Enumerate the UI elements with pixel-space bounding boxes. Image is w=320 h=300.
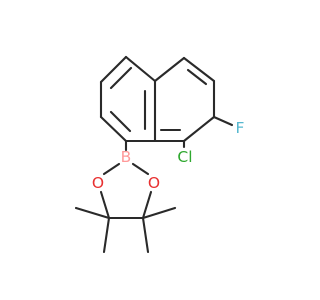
bond	[182, 56, 216, 83]
atom-layer: B O O Cl F	[92, 119, 245, 192]
bond	[99, 190, 111, 220]
bond	[212, 115, 234, 127]
bond	[102, 216, 111, 254]
boron-atom-label: B	[121, 148, 132, 166]
bond	[186, 68, 208, 86]
bond	[141, 206, 177, 220]
oxygen-atom-label-left: O	[92, 174, 104, 192]
bond	[74, 206, 111, 220]
bond	[99, 55, 128, 84]
molecule-structure-canvas: B O O Cl F	[74, 55, 245, 254]
bond-layer	[74, 55, 234, 254]
bond	[109, 110, 132, 133]
bond	[102, 162, 121, 176]
bond	[141, 216, 150, 254]
bond	[131, 162, 150, 176]
bond	[153, 56, 186, 83]
oxygen-atom-label-right: O	[148, 174, 160, 192]
bond	[182, 115, 216, 143]
bond	[109, 66, 133, 90]
chlorine-atom-label: Cl	[177, 148, 192, 166]
fluorine-atom-label: F	[236, 119, 245, 137]
bond	[141, 190, 153, 220]
bond	[124, 55, 157, 83]
bond	[99, 115, 128, 143]
